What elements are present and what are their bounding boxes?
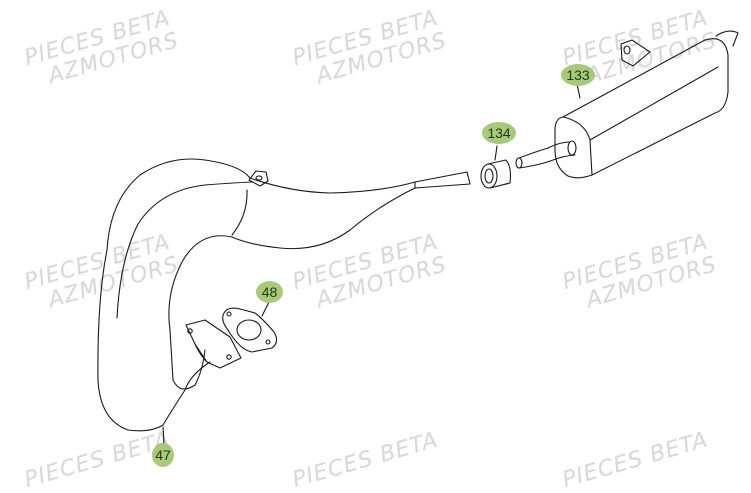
- line-drawing: [97, 30, 739, 445]
- leader-134: [494, 145, 498, 161]
- part-number-134: 134: [487, 125, 511, 141]
- leader-133: [576, 83, 581, 99]
- part-number-133: 133: [566, 67, 590, 83]
- part-badge-133[interactable]: 133: [561, 64, 595, 86]
- silencer-drawing: [515, 30, 739, 179]
- part-badge-48[interactable]: 48: [256, 281, 283, 303]
- part-badge-47[interactable]: 47: [152, 443, 174, 467]
- leader-47: [162, 426, 165, 445]
- exhaust-pipe-drawing: [97, 158, 471, 432]
- gasket-drawing: [222, 307, 278, 353]
- part-number-47: 47: [155, 447, 171, 463]
- part-number-48: 48: [261, 284, 278, 300]
- part-badge-134[interactable]: 134: [482, 122, 516, 144]
- sleeve-drawing: [480, 159, 512, 189]
